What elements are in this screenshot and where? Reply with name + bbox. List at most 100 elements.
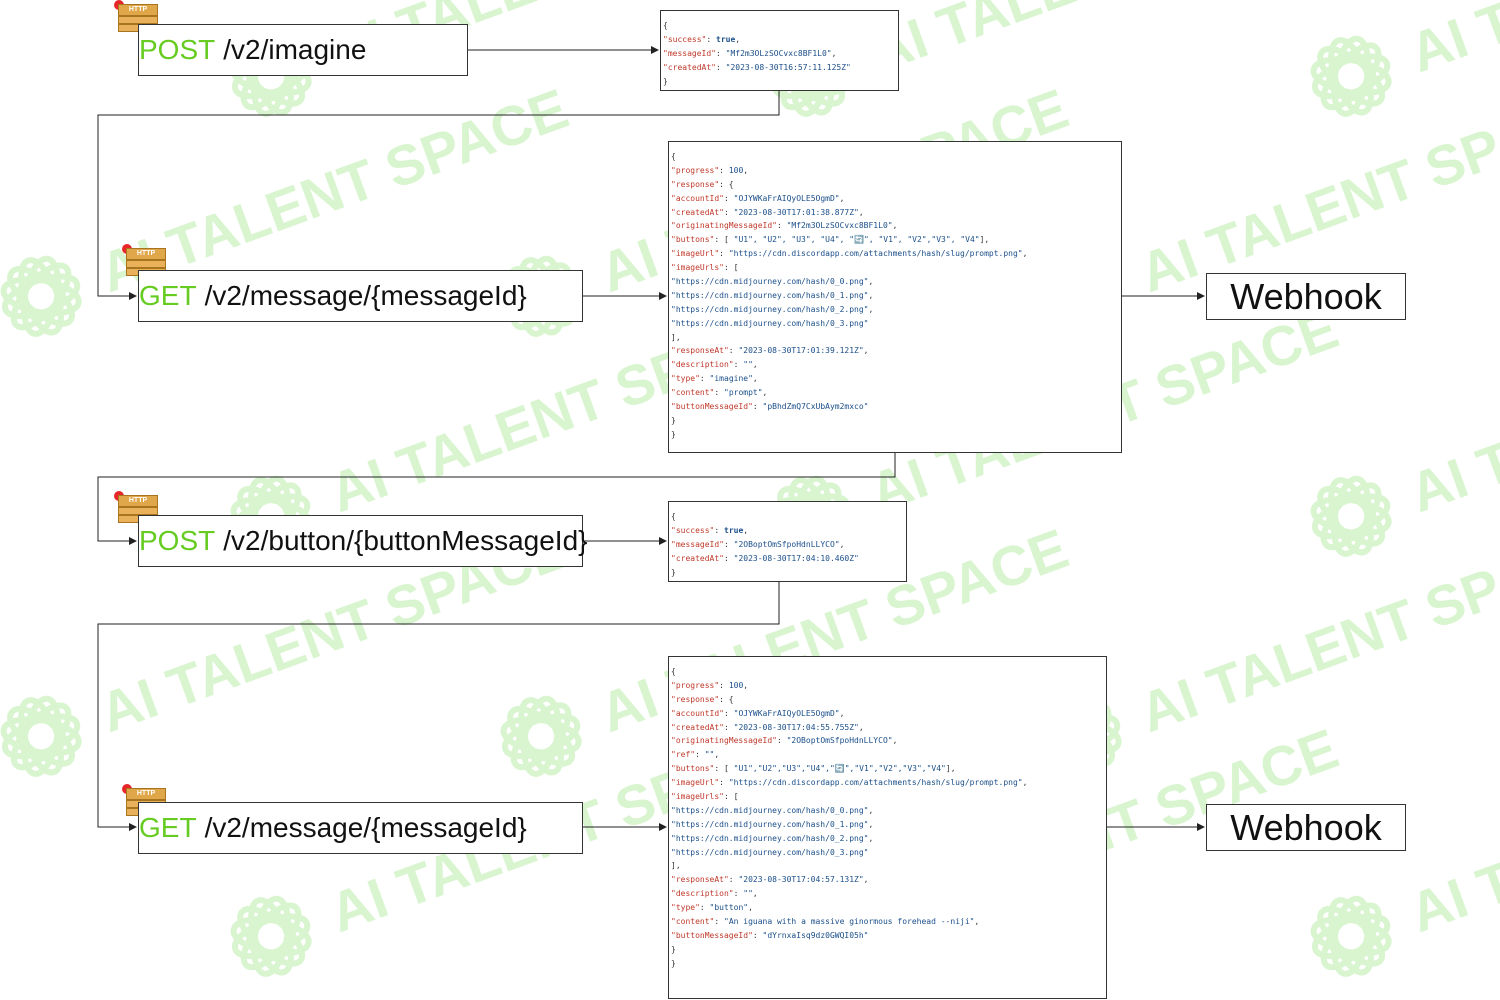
json-token: , [743,525,749,535]
json-token: : [706,34,716,44]
json-line: "description": "", [671,358,1119,372]
endpoint-get-message-2[interactable]: GET /v2/message/{messageId} [138,802,583,854]
json-token: "progress" [671,680,720,690]
json-line: "https://cdn.midjourney.com/hash/0_0.png… [671,804,1104,818]
endpoint-path: /v2/imagine [223,34,367,65]
json-token: , [748,903,753,913]
json-token: , [858,207,864,217]
json-line: { [663,19,896,33]
json-line: "originatingMessageId": "Mf2m3OLzSOCvxc8… [671,219,1119,233]
json-token: , [1022,249,1028,259]
json-token: "createdAt" [663,62,716,72]
json-token: , [743,165,749,175]
json-token: : [719,249,729,259]
json-token: } [671,958,676,968]
json-token: true [724,525,744,535]
json-token: true [716,34,736,44]
json-token: "https://cdn.midjourney.com/hash/0_3.png… [671,318,869,328]
json-token: { [671,152,676,161]
json-token: , [752,360,758,370]
json-token: ], [671,861,681,871]
json-line: "progress": 100, [671,679,1104,693]
json-line: } [671,414,1119,428]
json-token: : [714,917,724,927]
json-token: , [868,290,874,300]
json-token: "https://cdn.midjourney.com/hash/0_2.png… [671,833,869,843]
json-token: "" [743,889,753,899]
json-token: "prompt" [724,388,763,398]
json-token: "accountId" [671,708,724,718]
json-token: , [762,388,768,398]
json-line: "buttons": [ "U1", "U2", "U3", "U4", "🔄"… [671,233,1119,247]
json-token: : [776,221,787,231]
json-token: : [728,875,739,885]
json-line: "accountId": "OJYWKaFrAIQyOLE5OgmD", [671,192,1119,206]
json-line: "imageUrls": [ [671,261,1119,275]
json-line: "https://cdn.midjourney.com/hash/0_0.png… [671,275,1119,289]
json-token: , [858,722,864,732]
webhook-box-2[interactable]: Webhook [1206,804,1406,851]
json-token: , [892,736,898,746]
json-line: "type": "button", [671,901,1104,915]
http-icon-bar [118,507,158,515]
json-token: "createdAt" [671,553,724,563]
json-token: 100 [728,165,744,175]
json-token: } [671,415,676,425]
json-token: : [723,207,734,217]
json-token: : [ [723,263,739,273]
json-line: "content": "prompt", [671,386,1119,400]
json-token: { [663,21,668,30]
json-token: : [723,708,734,718]
json-token: "originatingMessageId" [671,221,777,231]
json-token: , [743,680,749,690]
json-token: } [663,76,668,86]
json-token: "messageId" [671,539,724,549]
json-line: "createdAt": "2023-08-30T16:57:11.125Z" [663,61,896,75]
json-token: "2023-08-30T17:04:57.131Z" [738,875,864,885]
endpoint-get-message-1[interactable]: GET /v2/message/{messageId} [138,270,583,322]
json-token: } [671,429,676,439]
json-line: "originatingMessageId": "2OBoptOmSfpoHdn… [671,734,1104,748]
json-line: ], [671,859,1104,873]
endpoint-post-imagine[interactable]: POST /v2/imagine [138,24,468,76]
json-token: : [ [714,235,734,245]
json-token: "https://cdn.midjourney.com/hash/0_3.png… [671,847,869,857]
json-token: "2023-08-30T17:01:39.121Z" [738,346,864,356]
json-token: : [ [714,764,734,774]
json-line: "description": "", [671,887,1104,901]
json-token: : [699,374,710,384]
json-line: "responseAt": "2023-08-30T17:01:39.121Z"… [671,344,1119,358]
json-token: "2023-08-30T17:04:55.755Z" [733,722,859,732]
json-line: } [663,75,896,89]
json-token: "https://cdn.discordapp.com/attachments/… [728,249,1023,259]
json-line: "https://cdn.midjourney.com/hash/0_3.png… [671,317,1119,331]
endpoint-post-button[interactable]: POST /v2/button/{buttonMessageId} [138,515,588,567]
json-token: : [723,193,734,203]
json-line: "type": "imagine", [671,372,1119,386]
json-token: : [728,346,739,356]
json-token: "createdAt" [671,722,724,732]
json-token: "responseAt" [671,346,729,356]
json-token: "OJYWKaFrAIQyOLE5OgmD" [733,193,840,203]
json-token: "description" [671,360,734,370]
json-line: } [671,957,1104,971]
json-line: } [671,428,1119,442]
http-icon-label: HTTP [118,495,158,507]
json-line: "https://cdn.midjourney.com/hash/0_1.png… [671,818,1104,832]
json-token: : [715,48,726,58]
json-token: : [752,402,763,412]
json-token: "https://cdn.midjourney.com/hash/0_0.png… [671,277,869,287]
json-token: "U1", "U2", "U3", "U4", "🔄", "V1", "V2",… [733,235,980,245]
json-token: , [839,539,845,549]
json-token: "accountId" [671,193,724,203]
json-token: "Mf2m3OLzSOCvxc8BF1L0" [786,221,893,231]
webhook-box-1[interactable]: Webhook [1206,273,1406,320]
json-token: "U1","U2","U3","U4","🔄","V1","V2","V3","… [733,764,946,774]
endpoint-method: POST [139,525,216,556]
json-line: "success": true, [663,33,896,47]
json-token: , [831,48,837,58]
json-token: "pBhdZmQ7CxUbAym2mxco" [762,402,869,412]
json-token: : [723,553,734,563]
json-token: "buttonMessageId" [671,402,753,412]
json-token: "https://cdn.midjourney.com/hash/0_1.png… [671,290,869,300]
